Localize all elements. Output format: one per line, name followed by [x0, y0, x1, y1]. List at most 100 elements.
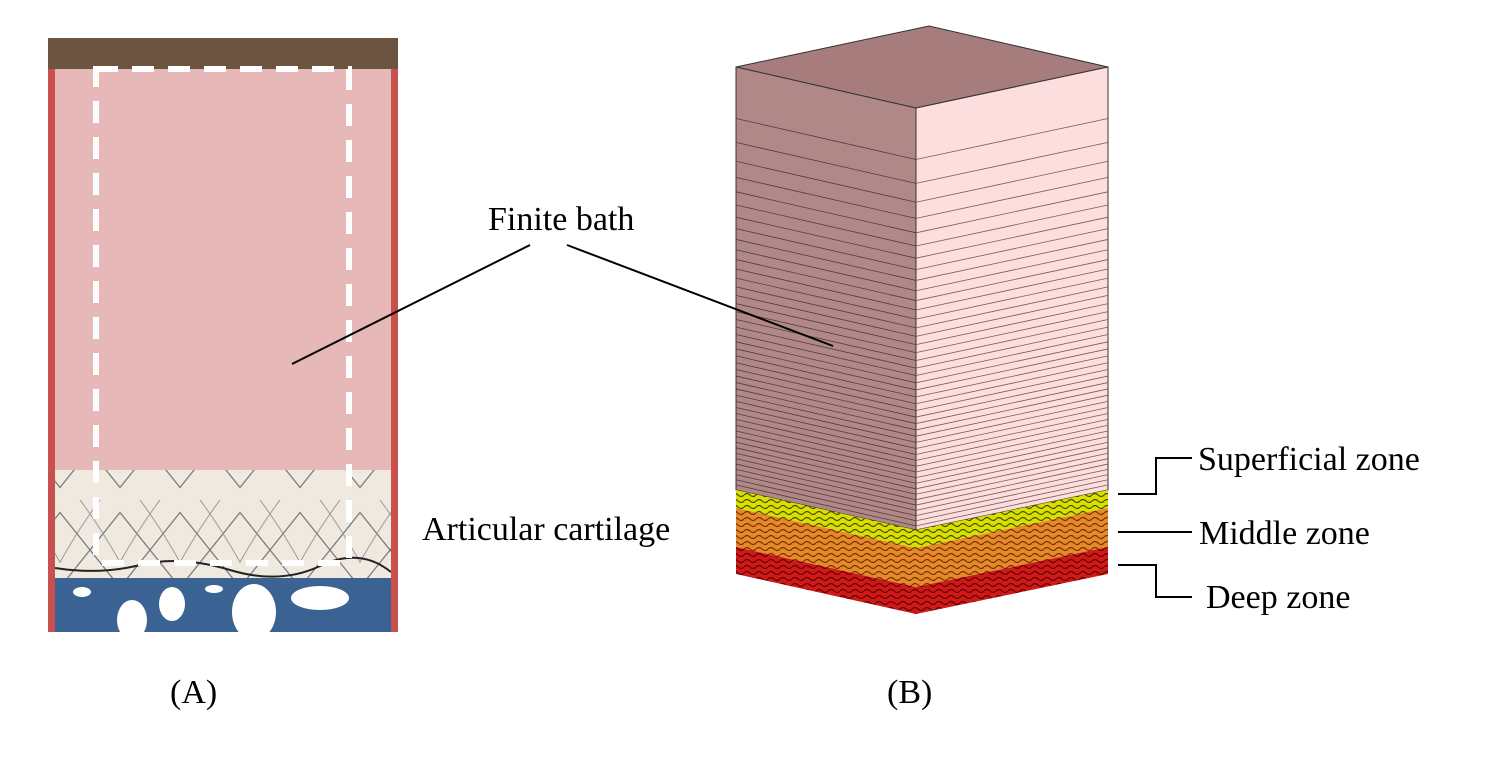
mesh-line — [735, 326, 917, 369]
mesh-line — [735, 413, 917, 455]
left-wall — [48, 69, 55, 632]
mesh-line — [915, 474, 1109, 516]
mesh-line — [735, 407, 917, 449]
mesh-line — [735, 303, 917, 346]
mesh-line — [915, 375, 1109, 418]
superficial-zone-right — [916, 490, 1108, 548]
mesh-line — [915, 348, 1109, 391]
finite-bath-leader-a — [291, 244, 531, 365]
mesh-line — [915, 400, 1109, 443]
leader-lines — [291, 244, 1192, 598]
mesh-line — [735, 463, 917, 506]
mesh-line — [735, 447, 917, 490]
mesh-line — [735, 204, 917, 247]
panel-a-schematic — [48, 38, 398, 640]
mesh-line — [915, 319, 1109, 361]
middle-zone-left — [736, 508, 916, 587]
mesh-line — [735, 362, 917, 405]
mesh-line — [915, 479, 1109, 522]
zone-bands — [736, 490, 1108, 614]
mesh-line — [735, 424, 917, 467]
mesh-line — [735, 118, 917, 160]
articular-cartilage-label: Articular cartilage — [422, 511, 670, 548]
mesh-line — [735, 268, 917, 311]
mesh-line — [735, 259, 917, 301]
platen — [48, 38, 398, 69]
mesh-line — [915, 355, 1109, 398]
mesh-line — [735, 334, 917, 376]
mesh-line — [735, 479, 917, 522]
mesh-line — [915, 362, 1109, 405]
mesh-line — [915, 268, 1109, 311]
mesh-line — [915, 382, 1109, 424]
mesh-line — [915, 447, 1109, 490]
mesh-line — [915, 142, 1109, 184]
mesh-line — [735, 468, 917, 511]
mesh-line — [735, 277, 917, 320]
mesh-line — [915, 191, 1109, 234]
mesh-line — [735, 400, 917, 443]
mesh-line — [915, 468, 1109, 511]
mesh-line — [915, 458, 1109, 501]
mesh-line — [735, 177, 917, 219]
finite-bath-leader-b — [566, 244, 834, 347]
mesh-line — [915, 369, 1109, 411]
mesh-line — [735, 249, 917, 292]
mesh-line — [735, 394, 917, 437]
mesh-line — [735, 382, 917, 424]
superficial-zone-label: Superficial zone — [1198, 441, 1420, 478]
mesh-line — [915, 430, 1109, 473]
mesh-line — [735, 484, 917, 527]
dashed-domain-outline — [93, 66, 352, 566]
mesh-line — [915, 463, 1109, 506]
panel-a-label: (A) — [170, 674, 217, 711]
mesh-line — [735, 319, 917, 361]
bone-pores — [73, 584, 349, 640]
mesh-line — [735, 341, 917, 384]
panel-b-label: (B) — [887, 674, 932, 711]
tidemark-line — [54, 556, 392, 578]
mesh-line — [735, 369, 917, 411]
deep-zone-label: Deep zone — [1206, 579, 1350, 616]
mesh-line — [915, 388, 1109, 431]
mesh-line — [915, 452, 1109, 495]
mesh-line — [735, 216, 917, 259]
mesh-line — [915, 277, 1109, 320]
mesh-line — [735, 286, 917, 329]
mesh-line — [735, 452, 917, 495]
deep-zone-right — [916, 547, 1108, 614]
mesh-line — [915, 177, 1109, 219]
mesh-line — [915, 334, 1109, 376]
mesh-line — [735, 375, 917, 418]
mesh-line — [915, 160, 1109, 203]
mesh-line — [915, 118, 1109, 160]
mesh-line — [915, 259, 1109, 301]
finite-bath-label: Finite bath — [488, 201, 634, 238]
mesh-line — [915, 413, 1109, 455]
mesh-line — [735, 441, 917, 484]
mesh-line — [735, 474, 917, 516]
mesh-line — [915, 228, 1109, 271]
mesh-line — [915, 341, 1109, 384]
mesh-line — [915, 484, 1109, 527]
mesh-line — [915, 424, 1109, 467]
superficial-zone-bracket — [1118, 457, 1192, 495]
mesh-line — [735, 388, 917, 431]
deep-zone-left — [736, 547, 916, 614]
mesh-line — [915, 394, 1109, 437]
mesh-line — [915, 294, 1109, 337]
mesh-line — [915, 239, 1109, 281]
bath-region-a — [55, 68, 391, 472]
mesh-line — [735, 430, 917, 473]
mesh-line — [735, 228, 917, 271]
mesh-line — [915, 441, 1109, 484]
mesh-line — [735, 142, 917, 184]
mesh-line — [735, 311, 917, 354]
mesh-line — [915, 303, 1109, 346]
mesh-line — [735, 160, 917, 203]
mesh-line — [735, 239, 917, 281]
middle-zone-label: Middle zone — [1199, 515, 1370, 552]
deep-zone-bracket — [1118, 564, 1192, 598]
mesh-line — [735, 294, 917, 337]
